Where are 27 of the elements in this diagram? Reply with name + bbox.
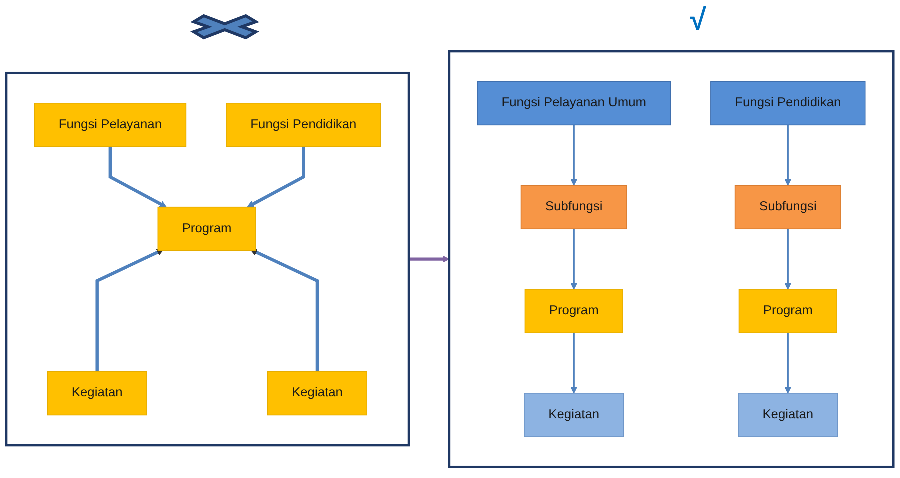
cluster xyxy=(5,72,410,446)
arrow xyxy=(784,332,792,394)
node-box: Program xyxy=(524,288,624,334)
node-box: Fungsi Pelayanan Umum xyxy=(477,80,672,126)
arrow xyxy=(250,248,320,372)
node-box: Kegiatan xyxy=(524,392,624,438)
arrow xyxy=(409,255,450,263)
check-mark-label: √ xyxy=(690,4,706,37)
node-box: Subfungsi xyxy=(734,184,842,230)
arrow xyxy=(784,124,792,186)
arrow xyxy=(570,124,578,186)
arrow xyxy=(570,332,578,394)
node-box: Program xyxy=(738,288,838,334)
arrow xyxy=(96,248,164,372)
node-box: Program xyxy=(158,206,256,251)
node-box: Fungsi Pendidikan xyxy=(226,102,382,147)
node-box: Kegiatan xyxy=(267,370,368,416)
node-box: Kegiatan xyxy=(738,392,838,438)
node-box: Subfungsi xyxy=(520,184,628,230)
arrow xyxy=(247,146,306,208)
arrow xyxy=(570,228,578,290)
arrow xyxy=(784,228,792,290)
node-box: Kegiatan xyxy=(47,370,148,416)
cluster xyxy=(448,50,895,468)
node-box: Fungsi Pelayanan xyxy=(34,102,187,147)
node-box: Fungsi Pendidikan xyxy=(710,80,866,126)
arrow xyxy=(108,146,167,208)
